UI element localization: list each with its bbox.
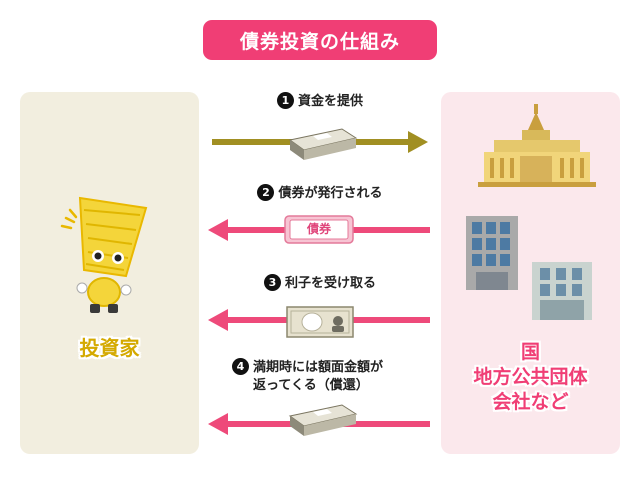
government-building-icon: [478, 104, 596, 187]
issuer-line-1: 国: [520, 341, 540, 363]
bond-card-label: 債券: [306, 222, 331, 236]
page-title: 債券投資の仕組み: [203, 20, 437, 60]
step-text: 利子を受け取る: [284, 276, 376, 291]
step-text-line-2: 返ってくる（償還）: [253, 378, 369, 393]
investor-label: 投資家: [79, 336, 140, 360]
step-text: 債券が発行される: [278, 186, 383, 201]
issuer-line-2: 地方公共団体: [473, 366, 588, 388]
step-number-badge: 2: [257, 184, 275, 201]
bond-certificate-icon: [284, 215, 354, 244]
step-number-badge: 4: [232, 358, 249, 375]
step-4: 4 満期時には額面金額が 返ってくる（償還）: [232, 358, 452, 395]
office-building-icon: [532, 262, 592, 320]
issuer-line-3: 会社など: [492, 391, 569, 413]
investor-character-icon: [60, 196, 148, 313]
office-building-icon: [466, 216, 518, 290]
money-stack-icon: [288, 404, 358, 436]
money-stack-icon: [288, 128, 358, 160]
issuer-label: 国 地方公共団体 会社など: [441, 340, 620, 415]
step-number-badge: 1: [276, 92, 294, 109]
step-text-line-1: 満期時には額面金額が: [253, 360, 384, 375]
step-text: 資金を提供: [297, 94, 363, 109]
banknote-icon: [286, 306, 354, 338]
step-number-badge: 3: [263, 274, 281, 291]
